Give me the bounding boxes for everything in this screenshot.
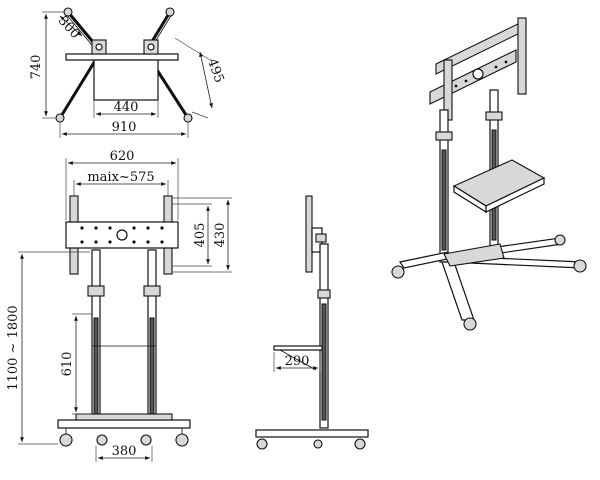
dim-base-depth: 495: [204, 57, 227, 85]
front-view: 620 maix~575 405 430 1100 ~ 1800 610 380: [6, 149, 232, 462]
isometric-view: [391, 17, 587, 331]
dim-wheel-spacing: 380: [112, 444, 137, 459]
top-view: 740 300 495 440 910: [29, 7, 227, 138]
dim-vesa-max: maix~575: [87, 170, 154, 185]
dim-base-width: 910: [112, 120, 137, 135]
dim-bracket-height: 430: [213, 223, 228, 248]
dim-plate-width: 440: [114, 100, 139, 115]
side-view: 290: [255, 195, 369, 450]
dim-shelf-depth: 290: [285, 354, 310, 369]
dim-column-height: 610: [60, 352, 75, 377]
dim-vesa-height: 405: [193, 223, 208, 248]
dim-bracket-width: 620: [110, 149, 135, 164]
dim-base-diagonal: 300: [55, 13, 83, 41]
dim-total-height: 1100 ~ 1800: [6, 305, 21, 390]
dim-base-height: 740: [29, 55, 44, 80]
